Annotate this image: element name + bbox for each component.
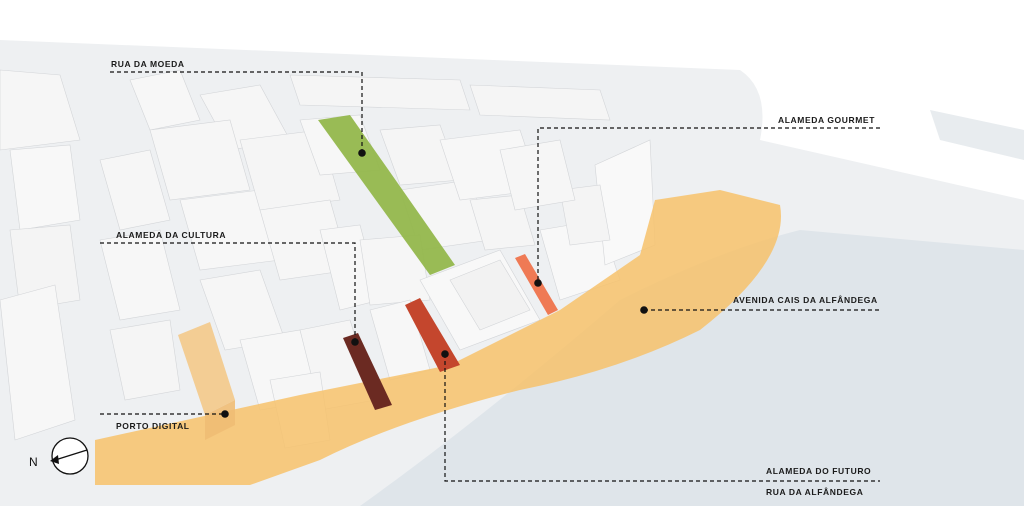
porto-digital-tower <box>178 322 235 415</box>
label-avenida-cais: AVENIDA CAIS DA ALFÂNDEGA <box>733 295 878 305</box>
water-area <box>360 230 1024 506</box>
compass-icon <box>50 437 89 475</box>
pier <box>930 110 1024 160</box>
dot-alameda-cultura <box>351 338 359 346</box>
compass-north-label: N <box>29 455 38 469</box>
leader-alameda-cultura <box>100 242 356 341</box>
dot-avenida-cais <box>640 306 648 314</box>
leader-dots <box>221 149 648 418</box>
leader-alameda-gourmet <box>537 127 880 283</box>
avenida-cais-area <box>95 190 781 485</box>
label-rua-da-alfandega: RUA DA ALFÂNDEGA <box>766 487 864 497</box>
label-alameda-da-cultura: ALAMEDA DA CULTURA <box>116 230 227 240</box>
dot-alameda-gourmet <box>534 279 542 287</box>
label-alameda-do-futuro: ALAMEDA DO FUTURO <box>766 466 872 476</box>
dot-alameda-futuro <box>441 350 449 358</box>
leader-alameda-futuro <box>444 354 880 482</box>
label-porto-digital: PORTO DIGITAL <box>116 421 190 431</box>
leader-lines <box>100 71 880 482</box>
rua-da-moeda-strip <box>318 115 455 275</box>
alameda-cultura-strip <box>343 333 392 410</box>
label-alameda-gourmet: ALAMEDA GOURMET <box>778 115 875 125</box>
porto-digital-tower-side <box>205 400 235 440</box>
dot-rua-da-moeda <box>358 149 366 157</box>
dot-porto-digital <box>221 410 229 418</box>
leader-rua-da-moeda <box>110 71 363 152</box>
label-rua-da-moeda: RUA DA MOEDA <box>111 59 185 69</box>
